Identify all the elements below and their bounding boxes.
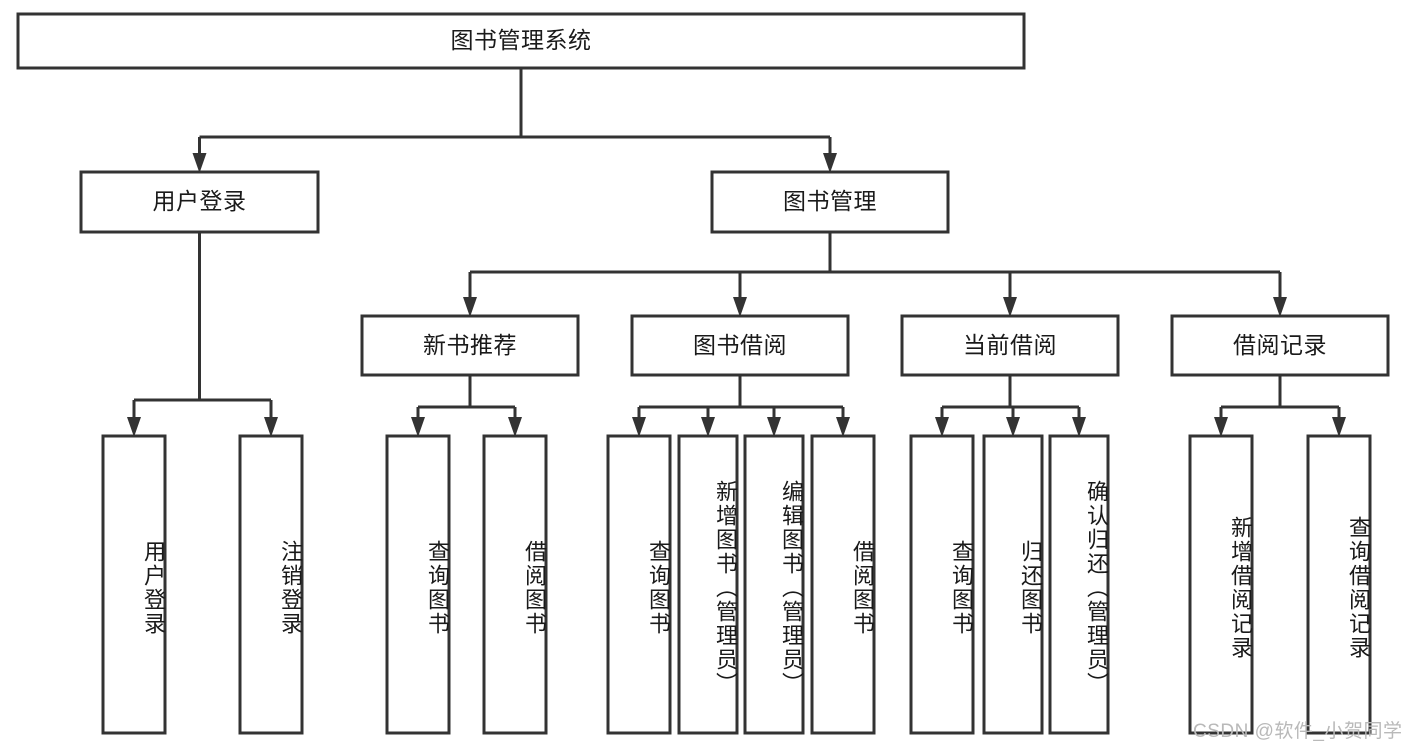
connections-layer bbox=[127, 68, 1346, 437]
arrow-head-leaf-user-login bbox=[127, 417, 141, 437]
node-leaf-return-book[interactable] bbox=[982, 434, 1044, 735]
node-borrow-record[interactable] bbox=[1170, 314, 1390, 377]
arrow-head-book-management bbox=[823, 153, 837, 173]
arrow-head-leaf-add-book bbox=[701, 417, 715, 437]
node-leaf-add-record[interactable] bbox=[1188, 434, 1254, 735]
arrow-head-borrow-record bbox=[1273, 297, 1287, 317]
arrow-head-leaf-borrow-book-1 bbox=[508, 417, 522, 437]
node-leaf-query-record[interactable] bbox=[1306, 434, 1372, 735]
node-leaf-query-book-1[interactable] bbox=[385, 434, 451, 735]
arrow-head-leaf-borrow-book-2 bbox=[836, 417, 850, 437]
arrow-head-leaf-edit-book bbox=[767, 417, 781, 437]
node-leaf-confirm-return[interactable] bbox=[1048, 434, 1110, 735]
arrow-head-leaf-return-book bbox=[1006, 417, 1020, 437]
node-leaf-logout[interactable] bbox=[238, 434, 304, 735]
node-leaf-user-login[interactable] bbox=[101, 434, 167, 735]
node-leaf-borrow-book-2[interactable] bbox=[810, 434, 876, 735]
node-book-management[interactable] bbox=[710, 170, 950, 234]
node-book-borrow[interactable] bbox=[630, 314, 850, 377]
node-current-borrow[interactable] bbox=[900, 314, 1120, 377]
arrow-head-leaf-query-record bbox=[1332, 417, 1346, 437]
arrow-head-new-book-recommend bbox=[463, 297, 477, 317]
node-leaf-edit-book[interactable] bbox=[743, 434, 805, 735]
arrow-head-user-login bbox=[192, 153, 207, 173]
node-leaf-add-book[interactable] bbox=[677, 434, 739, 735]
arrow-head-leaf-add-record bbox=[1214, 417, 1228, 437]
node-leaf-borrow-book-1[interactable] bbox=[482, 434, 548, 735]
node-new-book-recommend[interactable] bbox=[360, 314, 580, 377]
node-user-login[interactable] bbox=[79, 170, 320, 234]
arrow-head-leaf-logout bbox=[264, 417, 278, 437]
boxes-layer bbox=[16, 12, 1390, 735]
arrow-head-book-borrow bbox=[733, 297, 747, 317]
node-leaf-query-book-2[interactable] bbox=[606, 434, 672, 735]
arrow-head-leaf-query-book-1 bbox=[411, 417, 425, 437]
arrow-head-leaf-confirm-return bbox=[1072, 417, 1086, 437]
node-root[interactable] bbox=[16, 12, 1026, 70]
csdn-watermark: CSDN @软件_小贺同学 bbox=[1193, 721, 1403, 742]
arrow-head-leaf-query-book-3 bbox=[935, 417, 949, 437]
arrow-head-leaf-query-book-2 bbox=[632, 417, 646, 437]
node-leaf-query-book-3[interactable] bbox=[909, 434, 975, 735]
arrow-head-current-borrow bbox=[1003, 297, 1017, 317]
